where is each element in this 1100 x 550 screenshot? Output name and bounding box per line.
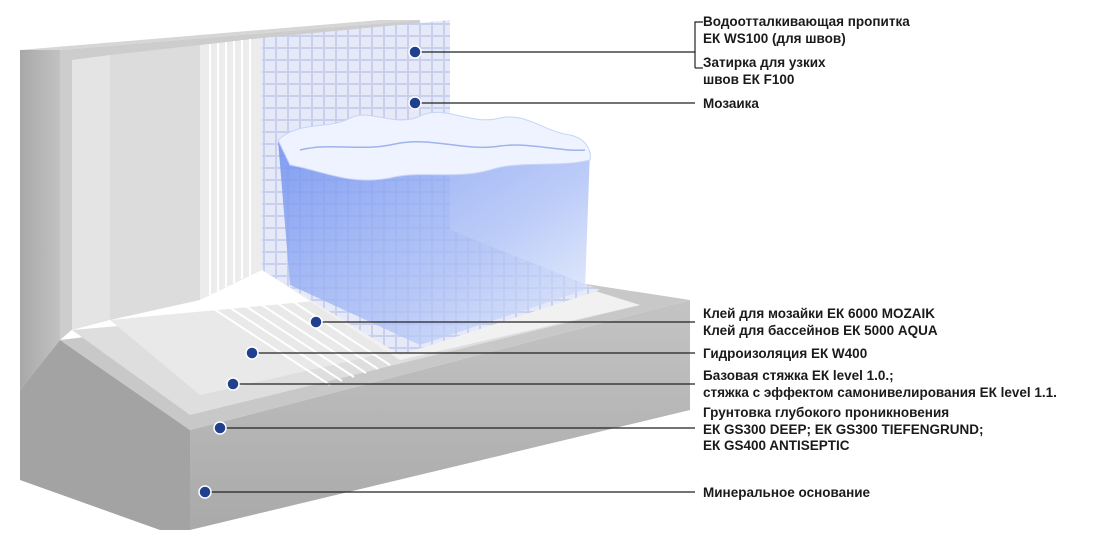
label-adhesive-line-1: Клей для мозайки ЕК 6000 MOZAIK	[703, 306, 936, 321]
marker-impregnation	[408, 45, 422, 59]
label-adhesive-line-2: Клей для бассейнов ЕК 5000 AQUA	[703, 322, 938, 338]
label-grout-line-2: швов ЕК F100	[703, 71, 795, 87]
label-base: Минеральное основание	[703, 485, 870, 502]
label-grout: Затирка для узких швов ЕК F100	[703, 55, 826, 88]
wall-layers	[72, 38, 262, 330]
label-screed: Базовая стяжка ЕК level 1.0.; стяжка с э…	[703, 368, 1057, 401]
label-primer-line-3: ЕК GS400 ANTISEPTIC	[703, 438, 850, 453]
label-primer: Грунтовка глубокого проникновения ЕК GS3…	[703, 405, 984, 455]
markers	[198, 45, 422, 499]
marker-screed	[226, 377, 240, 391]
marker-base	[198, 485, 212, 499]
marker-primer	[213, 421, 227, 435]
label-mosaic: Мозаика	[703, 96, 759, 113]
label-primer-line-1: Грунтовка глубокого проникновения	[703, 405, 950, 420]
label-waterproofing: Гидроизоляция ЕК W400	[703, 346, 867, 363]
label-impregnation-line-1: Водоотталкивающая пропитка	[703, 14, 910, 29]
label-mosaic-line-1: Мозаика	[703, 96, 759, 111]
label-base-line-1: Минеральное основание	[703, 485, 871, 500]
label-impregnation: Водоотталкивающая пропитка ЕК WS100 (для…	[703, 14, 910, 47]
label-impregnation-line-2: ЕК WS100 (для швов)	[703, 30, 846, 46]
water-body	[277, 111, 591, 345]
label-screed-line-1: Базовая стяжка ЕК level 1.0.;	[703, 368, 894, 383]
label-waterproofing-line-1: Гидроизоляция ЕК W400	[703, 346, 868, 361]
marker-mosaic	[408, 96, 422, 110]
label-grout-line-1: Затирка для узких	[703, 55, 826, 70]
marker-adhesive	[309, 315, 323, 329]
marker-waterproofing	[245, 346, 259, 360]
label-adhesive: Клей для мозайки ЕК 6000 MOZAIK Клей для…	[703, 306, 938, 339]
leader-lines	[205, 21, 703, 493]
label-primer-line-2: ЕК GS300 DEEP; ЕК GS300 TIEFENGRUND;	[703, 421, 984, 437]
label-screed-line-2: стяжка с эффектом самонивелирования ЕК l…	[703, 384, 1057, 400]
